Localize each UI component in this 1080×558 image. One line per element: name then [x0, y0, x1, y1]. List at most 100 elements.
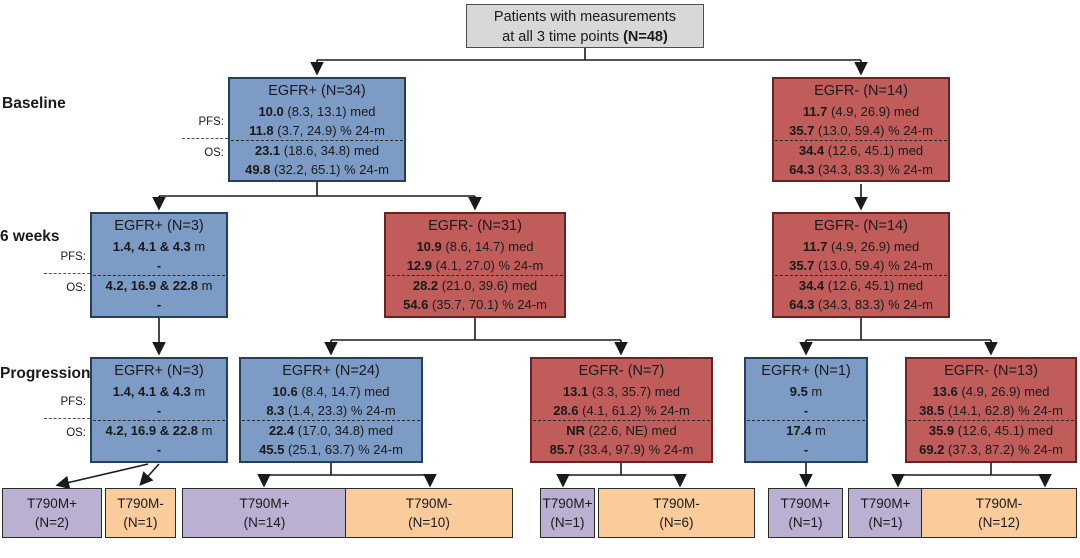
root-node: Patients with measurements at all 3 time…: [466, 4, 704, 48]
row-label-6weeks: 6 weeks: [0, 228, 60, 245]
t790m-count: (N=14): [243, 515, 286, 530]
os-label-progression: OS:: [66, 427, 86, 439]
t790m-count: (N=1): [550, 515, 585, 530]
t790m-negative-n10-box: T790M- (N=10): [345, 488, 513, 538]
pfs-rate-line: 28.6 (4.1, 61.2) % 24-m: [553, 403, 690, 418]
t790m-count: (N=1): [123, 515, 158, 530]
pfs-median-line: 11.7 (4.9, 26.9) med: [802, 104, 920, 119]
node-title: EGFR+ (N=3): [114, 218, 204, 234]
node-6weeks-egfr-negative-right: EGFR- (N=14) 11.7 (4.9, 26.9) med 35.7 (…: [772, 212, 950, 318]
os-rate-line: 85.7 (33.4, 97.9) % 24-m: [549, 442, 694, 457]
t790m-count: (N=6): [659, 515, 694, 530]
os-median-line: NR (22.6, NE) med: [566, 423, 677, 438]
pfs-label-progression: PFS:: [60, 396, 86, 408]
os-rate-line: 69.2 (37.3, 87.2) % 24-m: [919, 442, 1063, 457]
os-median-line: 4.2, 16.9 & 22.8 m: [105, 278, 213, 293]
node-title: EGFR+ (N=24): [282, 363, 380, 379]
node-title: EGFR- (N=14): [814, 218, 908, 234]
node-title: EGFR- (N=31): [428, 218, 522, 234]
os-rate-line: 49.8 (32.2, 65.1) % 24-m: [245, 162, 389, 177]
t790m-status: T790M+: [542, 496, 593, 511]
t790m-status: T790M+: [780, 496, 831, 511]
pfs-label-baseline: PFS:: [198, 116, 224, 128]
pfs-rate-line: -: [156, 258, 162, 273]
node-progression-egfr-positive-1: EGFR+ (N=1) 9.5 m - 17.4 m -: [744, 357, 868, 463]
node-progression-egfr-negative-7: EGFR- (N=7) 13.1 (3.3, 35.7) med 28.6 (4…: [530, 357, 713, 463]
os-rate-line: -: [156, 442, 162, 457]
t790m-status: T790M+: [860, 496, 911, 511]
t790m-count: (N=10): [408, 515, 450, 530]
pfs-rate-line: -: [803, 403, 809, 418]
os-rate-line: -: [156, 297, 162, 312]
os-median-line: 35.9 (12.6, 45.1) med: [928, 423, 1054, 438]
node-baseline-egfr-positive: EGFR+ (N=34) 10.0 (8.3, 13.1) med 11.8 (…: [228, 77, 406, 182]
t790m-count: (N=12): [978, 515, 1020, 530]
node-progression-egfr-positive-24: EGFR+ (N=24) 10.6 (8.4, 14.7) med 8.3 (1…: [239, 357, 423, 463]
t790m-status: T790M+: [239, 496, 290, 511]
root-line2: at all 3 time points (N=48): [502, 29, 668, 45]
os-median-line: 28.2 (21.0, 39.6) med: [412, 278, 538, 293]
node-progression-egfr-negative-13: EGFR- (N=13) 13.6 (4.9, 26.9) med 38.5 (…: [905, 357, 1077, 463]
t790m-negative-n6-box: T790M- (N=6): [598, 488, 755, 538]
dashed-extension-progression: [44, 418, 90, 419]
os-rate-line: 54.6 (35.7, 70.1) % 24-m: [403, 297, 547, 312]
node-title: EGFR- (N=14): [814, 83, 908, 99]
os-median-line: 23.1 (18.6, 34.8) med: [254, 143, 380, 158]
os-median-line: 34.4 (12.6, 45.1) med: [798, 143, 924, 158]
t790m-positive-n1-middle-box: T790M+ (N=1): [540, 488, 595, 538]
pfs-os-divider: [242, 420, 420, 421]
node-title: EGFR- (N=13): [944, 363, 1038, 379]
pfs-rate-line: 38.5 (14.1, 62.8) % 24-m: [919, 403, 1063, 418]
t790m-status: T790M-: [405, 496, 453, 511]
t790m-count: (N=1): [868, 515, 903, 530]
t790m-count: (N=2): [34, 515, 70, 530]
pfs-median-line: 10.0 (8.3, 13.1) med: [258, 104, 376, 119]
os-rate-line: 45.5 (25.1, 63.7) % 24-m: [259, 442, 403, 457]
pfs-median-line: 10.6 (8.4, 14.7) med: [272, 384, 390, 399]
pfs-os-divider: [775, 140, 947, 141]
t790m-positive-n2-box: T790M+ (N=2): [2, 488, 102, 538]
row-label-baseline: Baseline: [2, 95, 66, 112]
node-title: EGFR+ (N=1): [761, 363, 851, 379]
pfs-rate-line: 35.7 (13.0, 59.4) % 24-m: [789, 258, 933, 273]
t790m-status: T790M-: [975, 496, 1023, 511]
t790m-negative-n12-box: T790M- (N=12): [921, 488, 1077, 538]
pfs-rate-line: -: [156, 403, 162, 418]
pfs-os-divider: [93, 275, 225, 276]
pfs-os-divider: [231, 140, 403, 141]
pfs-median-line: 9.5 m: [789, 384, 823, 399]
root-line1: Patients with measurements: [493, 9, 677, 25]
os-median-line: 17.4 m: [786, 423, 826, 438]
pfs-rate-line: 11.8 (3.7, 24.9) % 24-m: [249, 123, 385, 138]
t790m-positive-n14-box: T790M+ (N=14): [182, 488, 347, 538]
node-title: EGFR+ (N=34): [268, 83, 366, 99]
node-6weeks-egfr-positive: EGFR+ (N=3) 1.4, 4.1 & 4.3 m - 4.2, 16.9…: [90, 212, 228, 318]
os-rate-line: -: [803, 442, 809, 457]
node-title: EGFR- (N=7): [578, 363, 665, 379]
pfs-os-divider: [387, 275, 563, 276]
os-rate-line: 64.3 (34.3, 83.3) % 24-m: [789, 297, 933, 312]
node-progression-egfr-positive-3: EGFR+ (N=3) 1.4, 4.1 & 4.3 m - 4.2, 16.9…: [90, 357, 228, 463]
pfs-rate-line: 35.7 (13.0, 59.4) % 24-m: [789, 123, 933, 138]
pfs-os-divider: [747, 420, 865, 421]
os-median-line: 22.4 (17.0, 34.8) med: [268, 423, 394, 438]
pfs-label-6weeks: PFS:: [60, 251, 86, 263]
t790m-status: T790M-: [117, 496, 164, 511]
pfs-median-line: 1.4, 4.1 & 4.3 m: [112, 239, 206, 254]
os-rate-line: 64.3 (34.3, 83.3) % 24-m: [789, 162, 933, 177]
pfs-os-divider: [93, 420, 225, 421]
dashed-extension-baseline: [182, 138, 228, 139]
os-median-line: 4.2, 16.9 & 22.8 m: [105, 423, 213, 438]
t790m-positive-n1-right-box: T790M+ (N=1): [768, 488, 843, 538]
os-median-line: 34.4 (12.6, 45.1) med: [798, 278, 924, 293]
node-baseline-egfr-negative: EGFR- (N=14) 11.7 (4.9, 26.9) med 35.7 (…: [772, 77, 950, 182]
row-label-progression: Progression: [0, 365, 91, 382]
pfs-os-divider: [533, 420, 710, 421]
pfs-os-divider: [908, 420, 1074, 421]
t790m-negative-n1-box: T790M- (N=1): [105, 488, 176, 538]
t790m-status: T790M-: [653, 496, 700, 511]
pfs-median-line: 11.7 (4.9, 26.9) med: [802, 239, 920, 254]
pfs-rate-line: 12.9 (4.1, 27.0) % 24-m: [406, 258, 544, 273]
t790m-positive-n1-far-right-box: T790M+ (N=1): [848, 488, 923, 538]
